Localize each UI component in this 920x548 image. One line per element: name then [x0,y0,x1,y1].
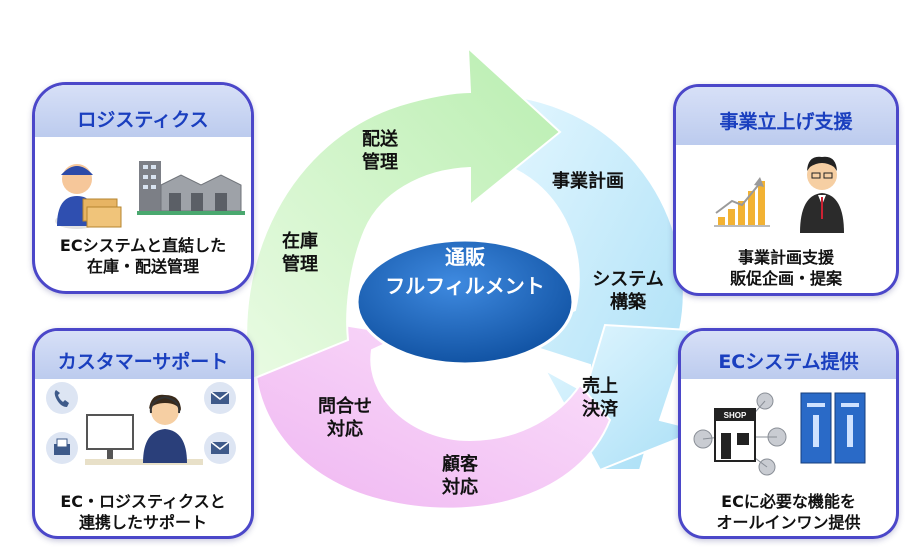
card-logistics: ロジスティクス ECシステムと直結した 在庫・配送管理 [32,82,254,294]
businessman-icon [800,156,844,233]
label-uriage-2: 決済 [582,399,618,420]
mail-icon-2 [204,432,236,464]
card-desc-line2: オールインワン提供 [716,513,861,532]
label-toiawase: 問合せ 対応 [305,395,385,441]
label-kokyaku-1: 顧客 [442,454,478,475]
card-header [35,331,251,379]
center-label: 通販 フルフィルメント [360,243,570,301]
card-header [681,331,896,379]
card-desc-line2: 在庫・配送管理 [86,257,199,276]
card-title: カスタマーサポート [57,351,229,373]
label-system-2: 構築 [610,292,646,313]
operator-icon [85,394,203,465]
card-desc-line1: EC・ロジスティクスと [60,492,226,511]
label-jigyo: 事業計画 [552,171,624,192]
card-desc: ECシステムと直結した 在庫・配送管理 [35,235,251,277]
label-toiawase-1: 問合せ [318,396,372,417]
growth-chart-icon [714,177,770,227]
phone-icon [46,382,78,414]
card-desc-line2: 連携したサポート [78,513,207,532]
card-desc: ECに必要な機能を オールインワン提供 [681,491,896,533]
shop-sign-text: SHOP [724,411,747,420]
label-zaiko-1: 在庫 [282,231,318,252]
center-ellipse [355,238,575,366]
card-ecsystem: ECシステム提供 SHOP ECに必要な機能を オールインワン提供 [678,328,899,539]
delivery-worker-icon [55,164,122,229]
card-business: 事業立上げ支援 事業計画支援 販促企画・提案 [673,84,899,296]
card-desc-line1: ECに必要な機能を [721,492,856,511]
arrow-green [245,45,562,382]
fax-icon [46,432,78,464]
card-desc-line1: ECシステムと直結した [59,236,227,255]
label-uriage: 売上 決済 [570,375,630,421]
card-header [35,85,251,137]
label-haiso-2: 管理 [362,152,398,173]
center-label-line1: 通販 [445,245,485,269]
card-title: ロジスティクス [77,109,209,131]
shop-network-icon: SHOP [693,392,787,476]
label-kokyaku-2: 対応 [442,477,478,498]
server-icon [800,392,866,464]
mail-icon [204,382,236,414]
center-label-line2: フルフィルメント [385,274,545,298]
card-header [676,87,896,145]
card-desc-line1: 事業計画支援 [737,248,834,267]
label-haiso: 配送 管理 [340,128,420,174]
label-zaiko-2: 管理 [282,254,318,275]
card-customer: カスタマーサポート EC・ロジスティクスと 連携したサポート [32,328,254,539]
card-desc: EC・ロジスティクスと 連携したサポート [35,491,251,533]
label-system-1: システム [592,269,664,290]
label-system: システム 構築 [578,268,678,314]
label-toiawase-2: 対応 [327,419,363,440]
card-desc: 事業計画支援 販促企画・提案 [676,247,896,289]
label-kokyaku: 顧客 対応 [425,453,495,499]
label-zaiko: 在庫 管理 [265,230,335,276]
warehouse-icon [137,161,245,215]
label-haiso-1: 配送 [362,129,398,150]
card-title: 事業立上げ支援 [719,111,853,133]
card-title: ECシステム提供 [718,351,859,373]
card-desc-line2: 販促企画・提案 [729,269,842,288]
label-uriage-1: 売上 [582,376,618,397]
